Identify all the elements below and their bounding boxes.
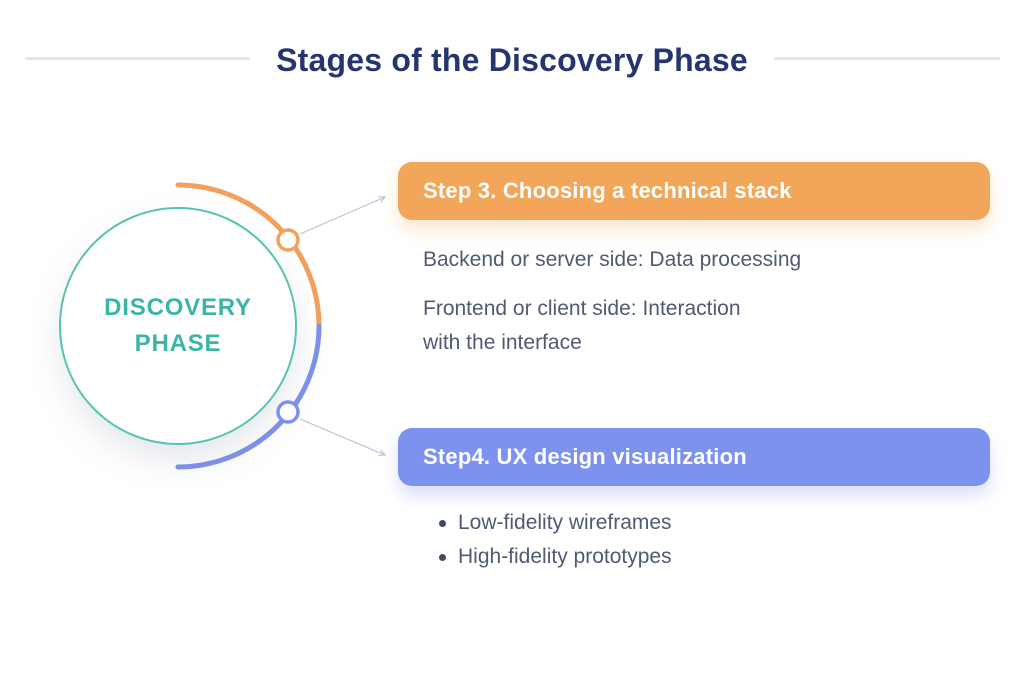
- page-title: Stages of the Discovery Phase: [276, 42, 748, 78]
- discovery-phase-label-line2: PHASE: [134, 330, 222, 357]
- step3-detail-frontend: Frontend or client side: Interaction wit…: [423, 297, 741, 354]
- step3-details: Backend or server side: Data processing …: [423, 243, 893, 375]
- title-divider-left: [25, 57, 250, 60]
- arrow-to-step4: [299, 418, 387, 456]
- step3-header-box: Step 3. Choosing a technical stack: [398, 162, 990, 220]
- step4-bullet-list: Low-fidelity wireframes High-fidelity pr…: [437, 506, 907, 574]
- step3-title: Step 3. Choosing a technical stack: [423, 178, 792, 203]
- step4-node-icon: [276, 400, 300, 424]
- arrow-to-step3: [299, 196, 387, 235]
- bullet-item-high-fidelity: High-fidelity prototypes: [437, 540, 907, 574]
- title-divider-right: [774, 57, 1000, 60]
- step3-node-icon: [276, 228, 300, 252]
- bullet-item-low-fidelity: Low-fidelity wireframes: [437, 506, 907, 540]
- discovery-phase-label-line1: DISCOVERY: [104, 294, 252, 321]
- discovery-phase-label: DISCOVERY PHASE: [60, 290, 296, 362]
- step3-detail-backend: Backend or server side: Data processing: [423, 248, 802, 271]
- step4-header-box: Step4. UX design visualization: [398, 428, 990, 486]
- step4-title: Step4. UX design visualization: [423, 444, 747, 469]
